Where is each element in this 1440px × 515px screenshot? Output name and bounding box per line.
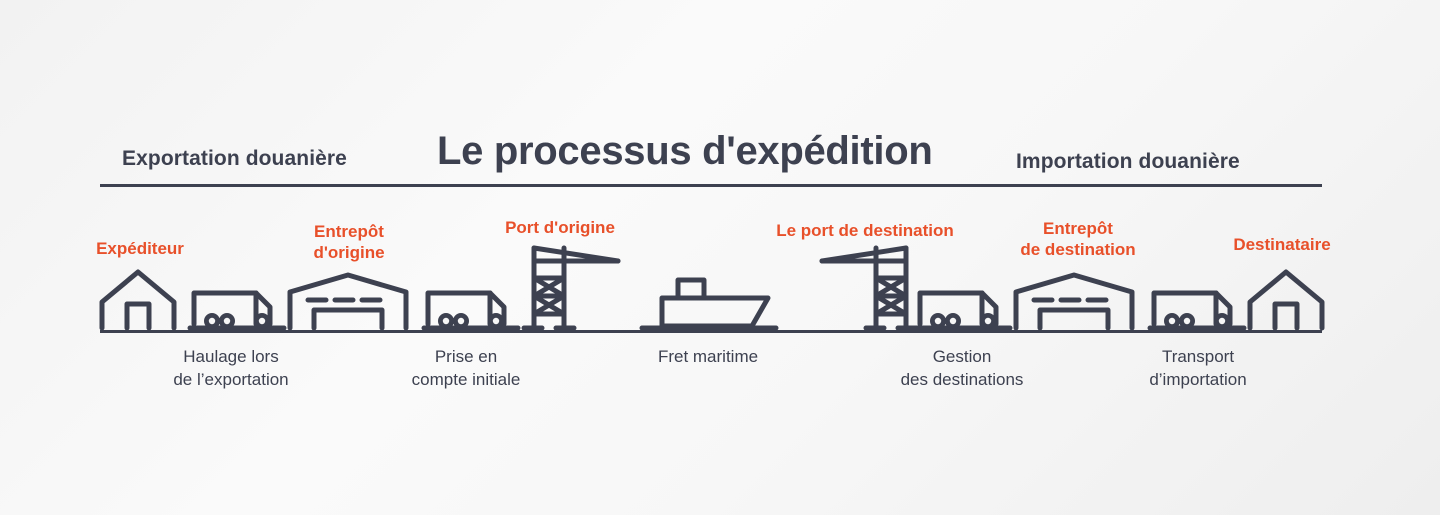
- process-label-prise-en-compte: Prise en compte initiale: [411, 347, 521, 390]
- ship-icon: [634, 276, 786, 332]
- truck-export-icon: [187, 288, 287, 332]
- truck-initial-icon: [421, 288, 521, 332]
- stage-label-entrepot-origine: Entrepôt d'origine: [313, 222, 385, 262]
- stage-label-port-origine: Port d'origine: [505, 218, 615, 237]
- crane-origin-icon: [521, 244, 622, 332]
- header-divider-line: [100, 184, 1322, 187]
- stage-label-expediteur: Expéditeur: [96, 239, 184, 258]
- process-label-fret-maritime: Fret maritime: [657, 347, 759, 366]
- crane-destination-icon: [818, 244, 919, 332]
- warehouse-destination-icon: [1012, 272, 1136, 332]
- house-origin-icon: [98, 268, 178, 332]
- house-destination-icon: [1246, 268, 1326, 332]
- customs-export-label: Exportation douanière: [122, 147, 347, 170]
- stage-label-port-destination: Le port de destination: [776, 221, 954, 240]
- process-label-haulage-export: Haulage lors de l’exportation: [173, 347, 289, 390]
- stage-label-entrepot-destination: Entrepôt de destination: [1020, 219, 1136, 259]
- truck-import-icon: [1147, 288, 1247, 332]
- customs-import-label: Importation douanière: [1016, 150, 1240, 173]
- warehouse-origin-icon: [286, 272, 410, 332]
- ground-baseline: [100, 330, 1322, 333]
- process-label-transport-importation: Transport d’importation: [1149, 347, 1247, 390]
- truck-destination-icon: [913, 288, 1013, 332]
- page-title: Le processus d'expédition: [437, 129, 933, 173]
- stage-label-destinataire: Destinataire: [1233, 235, 1331, 254]
- process-label-gestion-destinations: Gestion des destinations: [900, 347, 1024, 390]
